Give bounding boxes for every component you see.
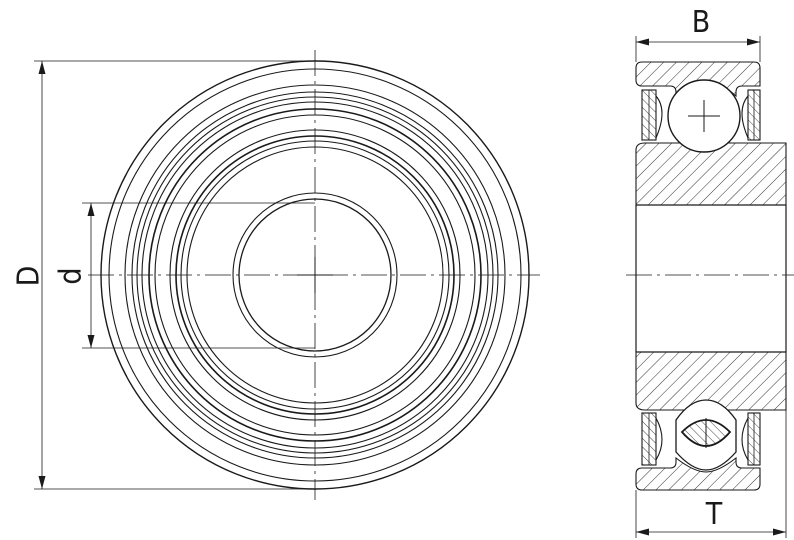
dim-D-arrow-bottom xyxy=(38,476,46,489)
outer-ring-section-bottom xyxy=(635,456,761,491)
seal-left-top-lip xyxy=(655,95,663,139)
dim-d-arrow-top xyxy=(87,203,95,216)
dim-B-arrow-right xyxy=(747,38,760,46)
dim-B-label: B xyxy=(692,5,711,40)
seal-right-bottom-lip xyxy=(741,417,749,461)
dim-T-label: T xyxy=(705,497,723,532)
dim-d-label: d xyxy=(54,267,89,284)
inner-ring-section-top xyxy=(635,142,787,206)
dim-d-arrow-bottom xyxy=(87,335,95,348)
front-view xyxy=(34,50,540,500)
dim-D-label: D xyxy=(12,266,47,287)
dim-T-arrow-left xyxy=(636,528,649,536)
dim-B-arrow-left xyxy=(636,38,649,46)
section-view xyxy=(626,36,794,538)
seal-left-bottom-lip xyxy=(655,417,663,461)
dim-T-arrow-right xyxy=(773,528,786,536)
seal-right-top-lip xyxy=(741,95,749,139)
dim-D-arrow-top xyxy=(38,61,46,74)
